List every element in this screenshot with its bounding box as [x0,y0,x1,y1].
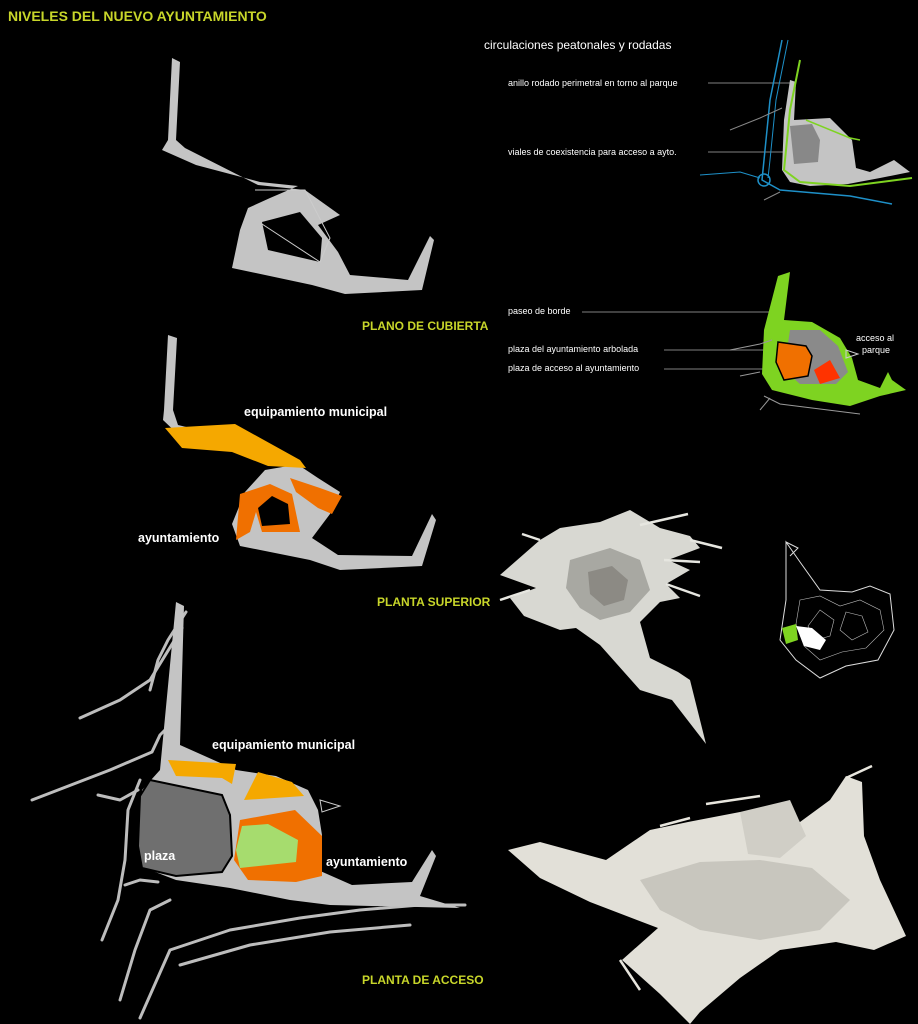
road-ring-inner [767,39,789,179]
label-ayuntamiento-upper: ayuntamiento [138,531,220,545]
road-branch [699,171,761,179]
label-equipamiento-access: equipamiento municipal [212,738,355,752]
label-plaza: plaza [144,849,176,863]
park-access-marker [319,799,342,813]
roof-plan-edge-line [255,189,331,263]
label-acceso-parque-2: parque [862,345,890,355]
site-plan-green [782,624,798,644]
label-plaza-arbolada: plaza del ayuntamiento arbolada [508,344,638,354]
label-acceso-parque-1: acceso al [856,333,894,343]
circulation-routes [699,39,913,205]
label-paseo-borde: paseo de borde [508,306,571,316]
circulation-plaza [790,124,820,164]
upper-floor-plan: equipamiento municipal ayuntamiento PLAN… [138,335,491,609]
context-line-2 [763,191,781,201]
roof-plan-inner-void [262,212,322,262]
equipamiento-access-zone [168,760,236,784]
pedestrian-route [783,59,913,187]
roundabout [757,173,771,187]
model-upper-shade-2 [588,566,628,606]
site-plan-thumbnail [779,540,895,679]
label-anillo-rodado: anillo rodado perimetral en torno al par… [508,78,678,88]
circulation-title: circulaciones peatonales y rodadas [484,38,671,52]
label-ayuntamiento-access: ayuntamiento [326,855,408,869]
plaza-zone [136,778,234,878]
site-plan-arrow [785,541,799,557]
park-access-arrow [845,349,860,359]
equipamiento-upper-zone [165,424,306,468]
road-ring [761,39,893,205]
context-line [729,107,783,131]
roof-plan-shape [162,58,434,294]
upper-floor-void [258,496,290,526]
model-lower-block [740,800,806,858]
caption-upper-floor: PLANTA SUPERIOR [377,595,491,609]
label-viales: viales de coexistencia para acceso a ayt… [508,147,677,157]
access-floor-plan: equipamiento municipal plaza ayuntamient… [30,602,484,1020]
spaces-context-lines [729,339,861,415]
model-lower-spurs [618,764,873,991]
model-lower-shade [640,860,850,940]
equipamiento-access-zone-2 [244,772,304,800]
spaces-diagram: paseo de borde plaza del ayuntamiento ar… [508,272,906,415]
pedestrian-route-2 [805,119,861,141]
model-photo-upper [499,510,723,744]
model-upper-body [500,510,706,744]
caption-access-floor: PLANTA DE ACCESO [362,973,484,987]
model-upper-spurs [499,512,723,602]
site-plan-white [796,626,826,650]
ayuntamiento-upper-zone-2 [290,478,342,514]
upper-floor-shape [163,335,436,570]
plaza-acceso-zone [814,360,840,384]
label-equipamiento-upper: equipamiento municipal [244,405,387,419]
caption-roof-plan: PLANO DE CUBIERTA [362,319,489,333]
site-plan-outline [779,540,895,679]
label-plaza-acceso: plaza de acceso al ayuntamiento [508,363,639,373]
roof-plan: PLANO DE CUBIERTA [162,58,489,333]
page-title: NIVELES DEL NUEVO AYUNTAMIENTO [8,8,267,24]
model-photo-lower [508,764,906,1024]
circulation-diagram: circulaciones peatonales y rodadas anill… [484,38,913,205]
green-courtyard-zone [236,824,298,868]
plaza-arbolada-zone [775,341,813,381]
